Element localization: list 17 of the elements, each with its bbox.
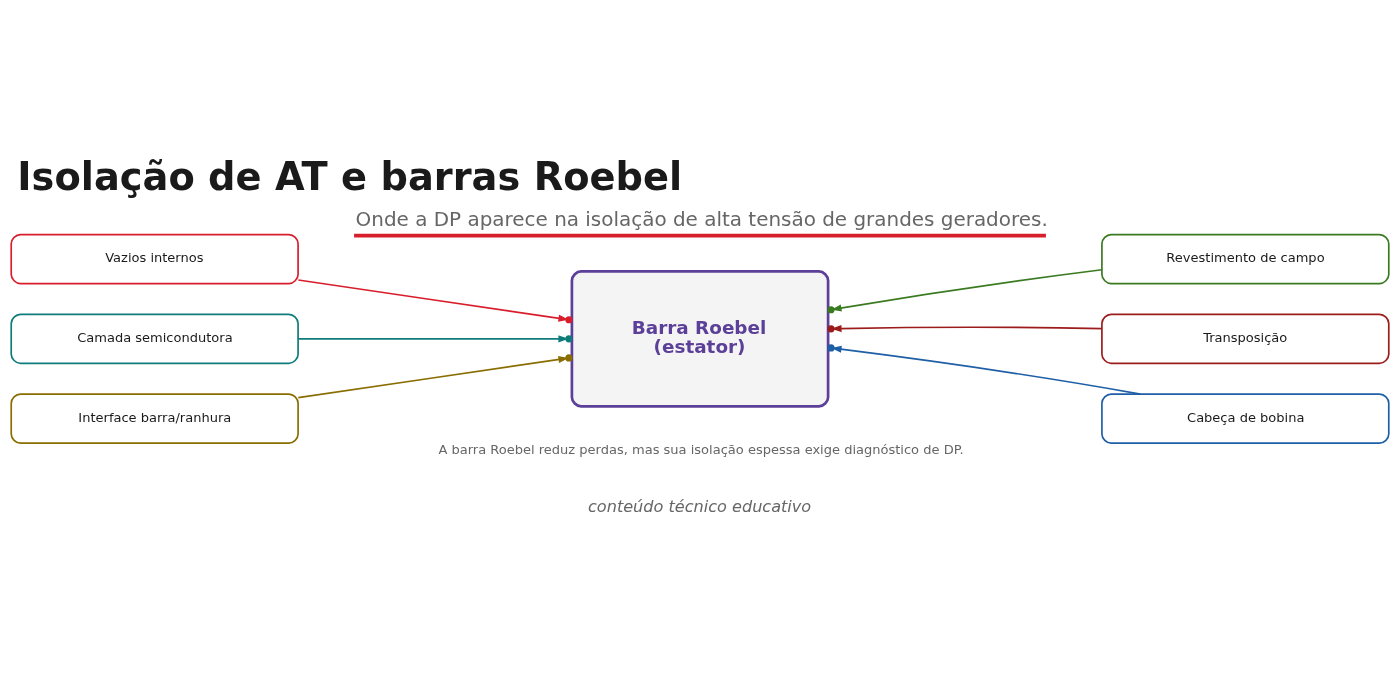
node-box: Vazios internos: [10, 233, 299, 285]
node-box: Transposição: [1101, 313, 1390, 365]
diagram-title: Isolação de AT e barras Roebel: [17, 154, 683, 200]
label: A barra Roebel reduz perdas, mas sua isolação espessa exige diagnóstico de DP.: [438, 441, 964, 457]
arrow: [297, 279, 573, 324]
node-box: Camada semicondutora: [10, 313, 299, 365]
node-box: Barra Roebel (estator): [570, 270, 830, 408]
node-box: Interface barra/ranhura: [10, 393, 299, 444]
arrow: [297, 335, 573, 343]
node-box: Cabeça de bobina: [1101, 393, 1390, 444]
arrow: [827, 268, 1103, 314]
arrow: [827, 325, 1103, 333]
arrow: [297, 354, 573, 399]
node-box: Revestimento de campo: [1101, 233, 1390, 285]
label: conteúdo técnico educativo: [588, 497, 812, 517]
label: Onde a DP aparece na isolação de alta tensão de grandes geradores.: [355, 206, 1048, 231]
arrow: [827, 344, 1142, 395]
